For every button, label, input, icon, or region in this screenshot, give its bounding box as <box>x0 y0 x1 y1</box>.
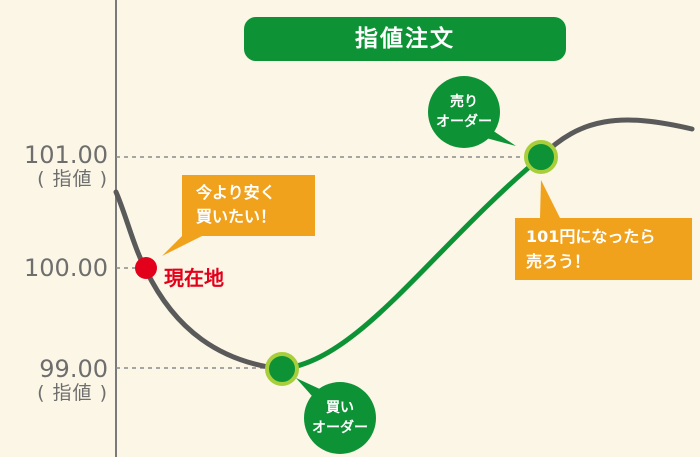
sell-order-marker <box>524 140 558 174</box>
buy-order-marker <box>265 352 299 386</box>
buy-callout-box <box>162 175 315 256</box>
sell-bubble-text: 売り オーダー <box>428 92 500 132</box>
axis-sub-lower: ( 指値 ) <box>37 382 108 404</box>
buy-callout-line1: 今より安く <box>196 183 276 202</box>
buy-bubble-line2: オーダー <box>312 420 368 436</box>
sell-callout-text: 101円になったら 売ろう！ <box>526 224 655 274</box>
buy-callout-line2: 買いたい！ <box>196 207 277 226</box>
sell-bubble-line2: オーダー <box>436 114 492 130</box>
current-position-dot <box>135 257 157 279</box>
axis-sub-upper: ( 指値 ) <box>37 168 108 190</box>
axis-value-lower: 99.00 <box>39 355 108 383</box>
price-curve-gray-left <box>113 189 285 372</box>
sell-bubble <box>428 76 500 148</box>
sell-callout-box <box>515 180 692 280</box>
sell-bubble-tail <box>486 130 516 146</box>
sell-bubble-line1: 売り <box>450 94 478 110</box>
buy-callout-text: 今より安く 買いたい！ <box>196 181 276 229</box>
sell-callout-line2: 売ろう！ <box>526 252 591 271</box>
sell-callout-line1: 101円になったら <box>526 227 656 246</box>
axis-label-middle: 100.00 <box>0 255 108 281</box>
page-title: 指値注文 <box>244 17 566 61</box>
axis-label-upper: 101.00 ( 指値 ) <box>0 142 108 190</box>
current-position-label: 現在地 <box>164 266 224 290</box>
buy-bubble-tail <box>296 378 322 396</box>
axis-label-lower: 99.00 ( 指値 ) <box>0 356 108 404</box>
price-curve-green <box>279 154 544 372</box>
axis-value-middle: 100.00 <box>24 254 108 282</box>
axis-value-upper: 101.00 <box>24 141 108 169</box>
price-curve-gray-right <box>538 117 695 160</box>
buy-bubble-text: 買い オーダー <box>304 398 376 438</box>
buy-bubble <box>304 382 376 454</box>
buy-bubble-line1: 買い <box>326 400 354 416</box>
